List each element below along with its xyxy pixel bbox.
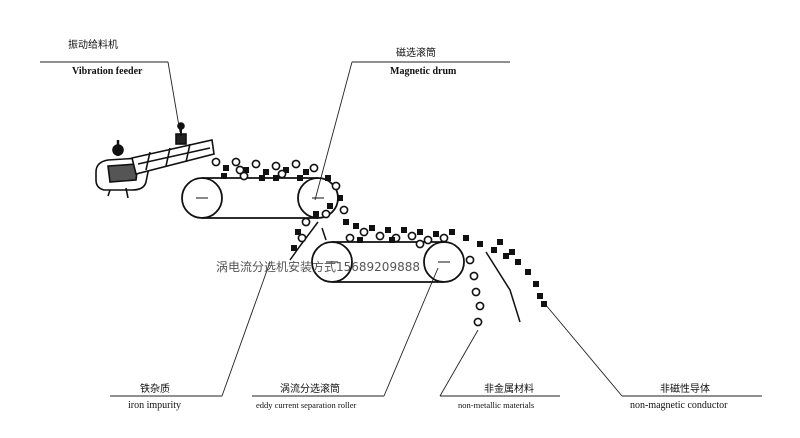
particle-square	[515, 259, 521, 265]
particle-ring	[415, 239, 425, 249]
particle-square	[259, 175, 265, 181]
particle-ring	[321, 209, 331, 219]
particle-ring	[291, 159, 301, 169]
particle-ring	[211, 157, 221, 167]
magnetic-drum-label-en: Magnetic drum	[390, 66, 457, 77]
particle-square	[533, 281, 539, 287]
particle-square	[417, 229, 423, 235]
leader-drum	[314, 61, 353, 201]
leader-feeder	[167, 61, 181, 133]
eddy-splitter	[485, 251, 521, 323]
particle-square	[223, 165, 229, 171]
particle-ring	[375, 231, 385, 241]
particle-ring	[277, 169, 287, 179]
particle-ring	[473, 317, 483, 327]
iron-impurity-label-en: iron impurity	[128, 400, 182, 411]
non-metallic-label-en: non-metallic materials	[458, 400, 535, 410]
particle-square	[303, 169, 309, 175]
particle-ring	[235, 165, 245, 175]
particle-square	[525, 269, 531, 275]
particle-ring	[465, 255, 475, 265]
particle-square	[385, 227, 391, 233]
particle-square	[369, 225, 375, 231]
particle-square	[327, 203, 333, 209]
particle-ring	[297, 233, 307, 243]
particle-square	[491, 247, 497, 253]
particle-ring	[309, 163, 319, 173]
particle-square	[537, 293, 543, 299]
particle-ring	[271, 161, 281, 171]
particle-square	[497, 239, 503, 245]
particle-square	[295, 229, 301, 235]
particle-square	[477, 241, 483, 247]
leader-iron	[221, 261, 271, 397]
particle-square	[463, 235, 469, 241]
particle-square	[401, 227, 407, 233]
particle-ring	[331, 181, 341, 191]
particle-ring	[475, 301, 485, 311]
particle-square	[541, 301, 547, 307]
particle-square	[337, 195, 343, 201]
particle-square	[353, 223, 359, 229]
particle-square	[433, 231, 439, 237]
leader-nonmetal	[439, 329, 479, 397]
vibration-feeder-label-en: Vibration feeder	[72, 66, 143, 77]
vibration-feeder-label-zh: 振动给料机	[68, 40, 118, 51]
particle-square	[243, 167, 249, 173]
vibration-feeder	[95, 122, 215, 199]
non-magnetic-label-en: non-magnetic conductor	[630, 400, 728, 411]
non-magnetic-label-zh: 非磁性导体	[660, 384, 710, 395]
magnetic-drum-label-zh: 磁选滚筒	[396, 48, 436, 59]
particle-ring	[471, 287, 481, 297]
particle-square	[503, 253, 509, 259]
particle-ring	[239, 171, 249, 181]
particle-ring	[359, 227, 369, 237]
particle-ring	[407, 231, 417, 241]
particle-square	[273, 175, 279, 181]
particle-ring	[439, 233, 449, 243]
iron-splitter-2	[321, 227, 327, 241]
particle-square	[291, 245, 297, 251]
particle-square	[509, 249, 515, 255]
iron-impurity-label-zh: 铁杂质	[140, 384, 170, 395]
eddy-roller-label-en: eddy current separation roller	[256, 400, 357, 410]
particle-ring	[345, 233, 355, 243]
eddy-roller-label-zh: 涡流分选滚筒	[280, 384, 340, 395]
particle-square	[221, 173, 227, 179]
material-particles	[211, 157, 547, 327]
leader-eddy	[383, 267, 439, 397]
particle-square	[297, 175, 303, 181]
particle-square	[389, 237, 395, 243]
particle-square	[283, 167, 289, 173]
watermark: 涡电流分选机安装方式15689209888	[216, 260, 420, 274]
particle-ring	[301, 217, 311, 227]
particle-ring	[423, 235, 433, 245]
particle-square	[325, 175, 331, 181]
particle-square	[263, 169, 269, 175]
iron-splitter	[289, 221, 319, 261]
particle-square	[449, 229, 455, 235]
non-metallic-label-zh: 非金属材料	[484, 384, 534, 395]
particle-square	[313, 211, 319, 217]
particle-square	[343, 219, 349, 225]
particle-ring	[231, 157, 241, 167]
particle-ring	[339, 205, 349, 215]
particle-ring	[469, 271, 479, 281]
particle-square	[357, 237, 363, 243]
particle-ring	[251, 159, 261, 169]
leader-nonmag	[544, 303, 623, 397]
